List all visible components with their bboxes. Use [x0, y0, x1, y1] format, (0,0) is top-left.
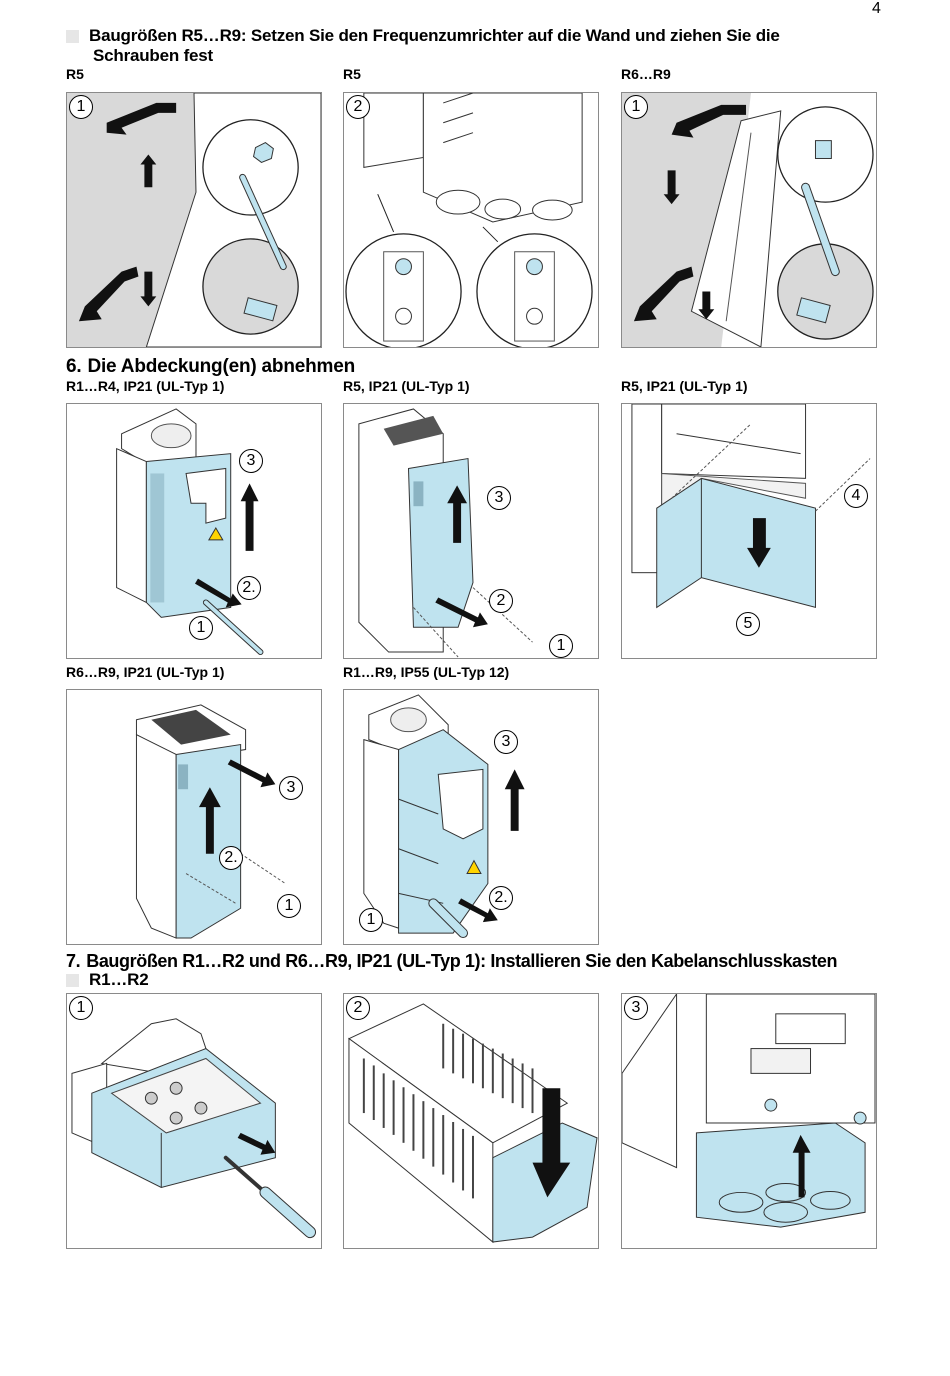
- step-callout: 3: [494, 730, 518, 754]
- step-callout: 2.: [237, 576, 261, 600]
- mount-heading-line2: Schrauben fest: [93, 46, 214, 65]
- cover-removal-r5-front-illustration: [358, 408, 533, 658]
- step-callout: 2: [346, 996, 370, 1020]
- cover-removal-r6-r9-illustration: [135, 704, 286, 939]
- wall-mount-wrench-illustration: [622, 93, 876, 347]
- panel-caption: R6…R9, IP21 (UL-Typ 1): [66, 664, 225, 680]
- illustration-panel: 1: [66, 993, 322, 1249]
- step-callout: 1: [189, 616, 213, 640]
- step-callout: 1: [549, 634, 573, 658]
- step-callout: 2.: [489, 886, 513, 910]
- illustration-panel: 3 2 1: [343, 403, 599, 659]
- section-6-number: 6.: [66, 356, 82, 377]
- step-callout: 3: [279, 776, 303, 800]
- page-number: 4: [872, 0, 881, 17]
- panel-caption: R5: [343, 66, 361, 82]
- step-callout: 3: [239, 449, 263, 473]
- mount-bracket-screws-illustration: [345, 93, 593, 347]
- illustration-panel: 3 2. 1: [66, 403, 322, 659]
- step-callout: 1: [624, 95, 648, 119]
- illustration-panel: 3 2. 1: [66, 689, 322, 945]
- bullet-square: [66, 30, 79, 44]
- step-callout: 4: [844, 484, 868, 508]
- step-callout: 2.: [219, 846, 243, 870]
- cover-removal-ip55-illustration: [363, 694, 525, 939]
- section-7-number: 7.: [66, 951, 81, 971]
- section-6-heading: 6.Die Abdeckung(en) abnehmen: [66, 357, 355, 377]
- section-6-title: Die Abdeckung(en) abnehmen: [87, 356, 355, 377]
- cover-removal-r5-bottom-illustration: [631, 404, 871, 609]
- section-7-heading: 7.Baugrößen R1…R2 und R6…R9, IP21 (UL-Ty…: [66, 951, 837, 971]
- mount-heading-line1: Baugrößen R5…R9: Setzen Sie den Frequenz…: [89, 26, 780, 45]
- panel-caption: R5, IP21 (UL-Typ 1): [343, 378, 470, 394]
- step-callout: 1: [277, 894, 301, 918]
- step-callout: 1: [69, 996, 93, 1020]
- illustration-panel: 4 5: [621, 403, 877, 659]
- bullet-square: [66, 974, 79, 988]
- cover-removal-r1-r4-illustration: [116, 408, 264, 656]
- panel-caption: R1…R9, IP55 (UL-Typ 12): [343, 664, 510, 680]
- cable-box-fasten-illustration: [622, 994, 876, 1228]
- step-callout: 2: [489, 589, 513, 613]
- wall-mount-screwdriver-illustration: [67, 93, 321, 347]
- panel-caption: R1…R4, IP21 (UL-Typ 1): [66, 378, 225, 394]
- illustration-panel: 3: [621, 993, 877, 1249]
- step-callout: 5: [736, 612, 760, 636]
- cable-box-removal-illustration: [71, 1018, 317, 1239]
- mount-heading: Baugrößen R5…R9: Setzen Sie den Frequenz…: [66, 26, 780, 46]
- panel-caption: R6…R9: [621, 66, 671, 82]
- step-callout: 1: [69, 95, 93, 119]
- section-7-subheading-text: R1…R2: [89, 970, 149, 989]
- section-7-title: Baugrößen R1…R2 und R6…R9, IP21 (UL-Typ …: [86, 951, 838, 971]
- illustration-panel: 2: [343, 993, 599, 1249]
- step-callout: 3: [487, 486, 511, 510]
- illustration-panel: 3 2. 1: [343, 689, 599, 945]
- illustration-panel: 2: [343, 92, 599, 348]
- panel-caption: R5: [66, 66, 84, 82]
- illustration-panel: 1: [66, 92, 322, 348]
- step-callout: 1: [359, 908, 383, 932]
- panel-caption: R5, IP21 (UL-Typ 1): [621, 378, 748, 394]
- cable-box-insert-illustration: [347, 1003, 598, 1244]
- step-callout: 2: [346, 95, 370, 119]
- step-callout: 3: [624, 996, 648, 1020]
- illustration-panel: 1: [621, 92, 877, 348]
- section-7-subheading: R1…R2: [66, 970, 149, 990]
